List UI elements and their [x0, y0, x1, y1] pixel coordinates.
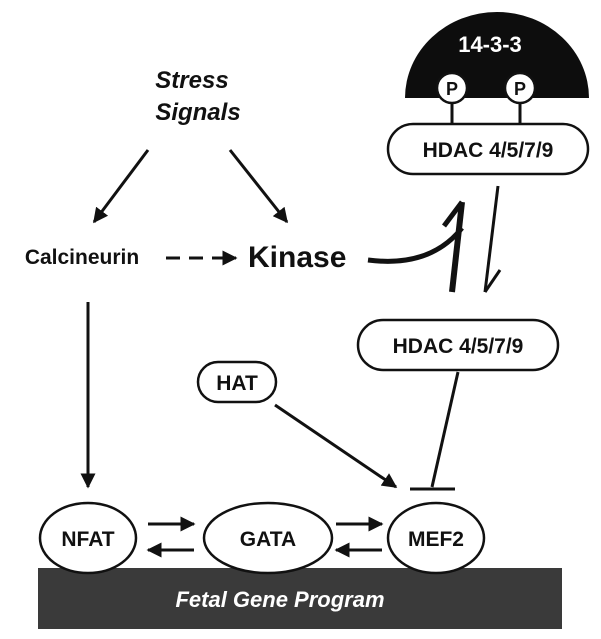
fetal-gene-program-bar — [38, 568, 562, 629]
mef2-oval — [386, 501, 486, 575]
inhibition-hdac-to-mef2 — [430, 371, 460, 488]
kinase-label: Kinase — [248, 241, 346, 274]
stress-signals-line2: Signals — [155, 99, 240, 126]
mef2-label: MEF2 — [408, 528, 464, 551]
hat-label: HAT — [216, 372, 258, 395]
arrow-hdac-import — [483, 185, 500, 293]
phospho-right-circle — [503, 71, 537, 105]
stress-signals-line1: Stress — [155, 67, 228, 94]
gata-oval — [202, 501, 334, 575]
hdac-bound-pill — [386, 122, 590, 176]
arrow-stress-to-calcineurin — [92, 149, 150, 224]
phospho-left-circle — [435, 71, 469, 105]
hdac-free-pill — [356, 318, 560, 372]
fetal-gene-program-label: Fetal Gene Program — [175, 587, 384, 612]
kinase-phosphorylation-curve — [367, 226, 464, 264]
nfat-oval — [38, 501, 138, 575]
gata-label: GATA — [240, 528, 296, 551]
hdac-bound-label: HDAC 4/5/7/9 — [423, 139, 554, 162]
arrow-hdac-import-head — [483, 269, 502, 293]
phospho-right-label: P — [514, 79, 526, 99]
hdac-free-label: HDAC 4/5/7/9 — [393, 335, 524, 358]
arrow-stress-to-kinase — [228, 149, 289, 224]
calcineurin-label: Calcineurin — [25, 246, 139, 269]
arrow-hat-to-mef2 — [274, 403, 398, 489]
hat-pill — [196, 360, 278, 404]
nfat-label: NFAT — [61, 528, 114, 551]
arrow-hdac-export-head — [442, 200, 464, 228]
fourteen-three-three-label: 14-3-3 — [458, 32, 522, 57]
phospho-left-label: P — [446, 79, 458, 99]
arrow-hdac-export — [449, 201, 465, 293]
